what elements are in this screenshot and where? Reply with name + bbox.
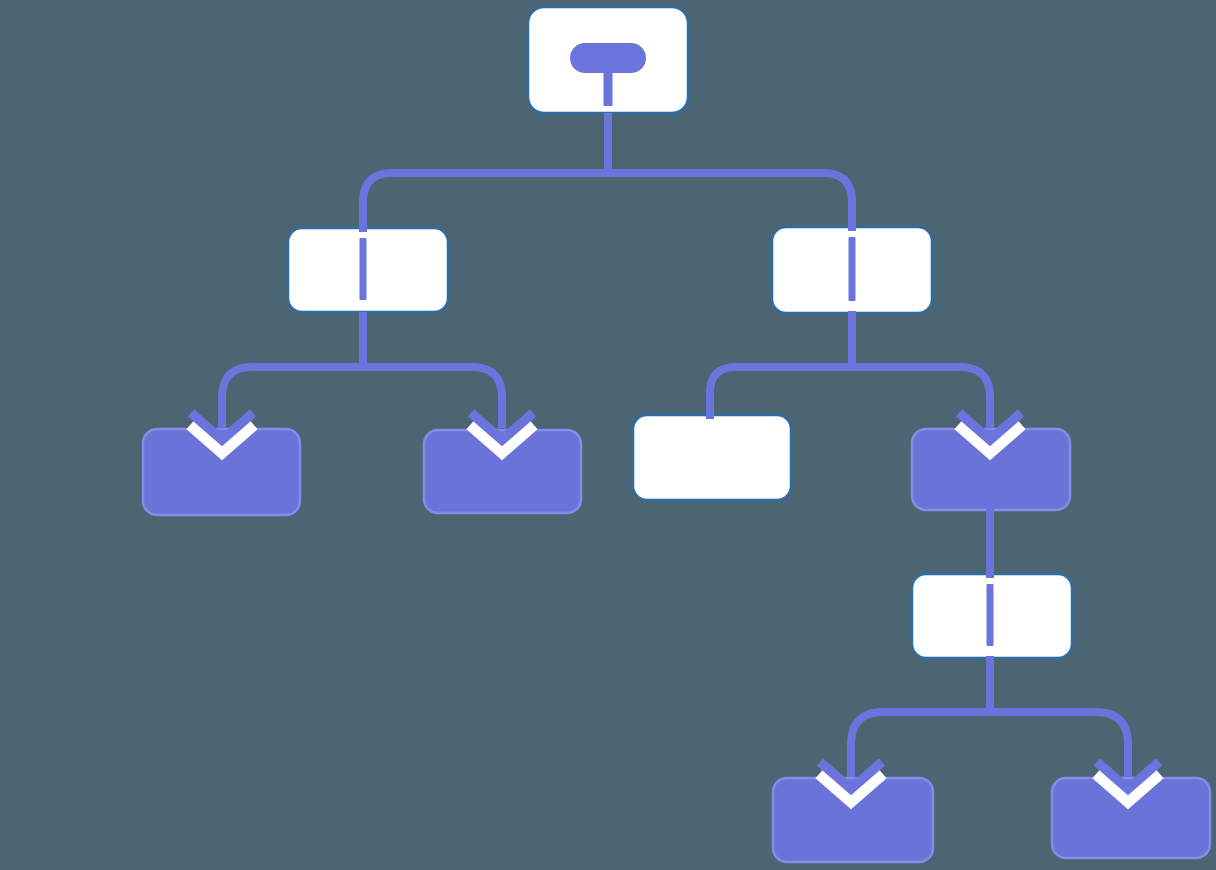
connector-edge-left-split: [218, 363, 506, 428]
node-child-plain[interactable]: [631, 413, 793, 502]
pass-through-bar-icon: [848, 237, 856, 301]
node-leaf-1[interactable]: [141, 427, 302, 517]
arrow-down-icon: [815, 758, 887, 810]
arrow-down-icon: [1092, 758, 1164, 810]
connector-edge-right-split: [706, 363, 994, 428]
root-pill-stem: [603, 71, 613, 106]
arrow-chevron: [955, 409, 1025, 447]
arrow-highlight-chevron: [815, 767, 887, 810]
arrow-down-icon: [186, 409, 258, 461]
arrow-chevron: [467, 409, 537, 447]
arrow-chevron: [1093, 758, 1163, 796]
node-leaf-3[interactable]: [771, 776, 935, 864]
arrow-highlight-chevron: [466, 418, 538, 461]
arrow-highlight-chevron: [1092, 767, 1164, 810]
pass-through-bar-icon: [986, 584, 994, 646]
connector-edge-top-split: [359, 169, 856, 232]
connector-edge-bottom-split: [847, 708, 1132, 777]
tree-root-icon: [570, 43, 646, 106]
arrow-down-icon: [954, 409, 1026, 461]
arrow-highlight-chevron: [186, 418, 258, 461]
node-leaf-4[interactable]: [1050, 776, 1212, 860]
pass-through-bar-icon: [359, 238, 367, 300]
arrow-chevron: [816, 758, 886, 796]
arrow-chevron: [187, 409, 257, 447]
root-pill-shape: [570, 43, 646, 73]
arrow-highlight-chevron: [954, 418, 1026, 461]
node-branch-left[interactable]: [286, 226, 450, 314]
node-leaf-2[interactable]: [422, 428, 583, 515]
arrow-down-icon: [466, 409, 538, 461]
